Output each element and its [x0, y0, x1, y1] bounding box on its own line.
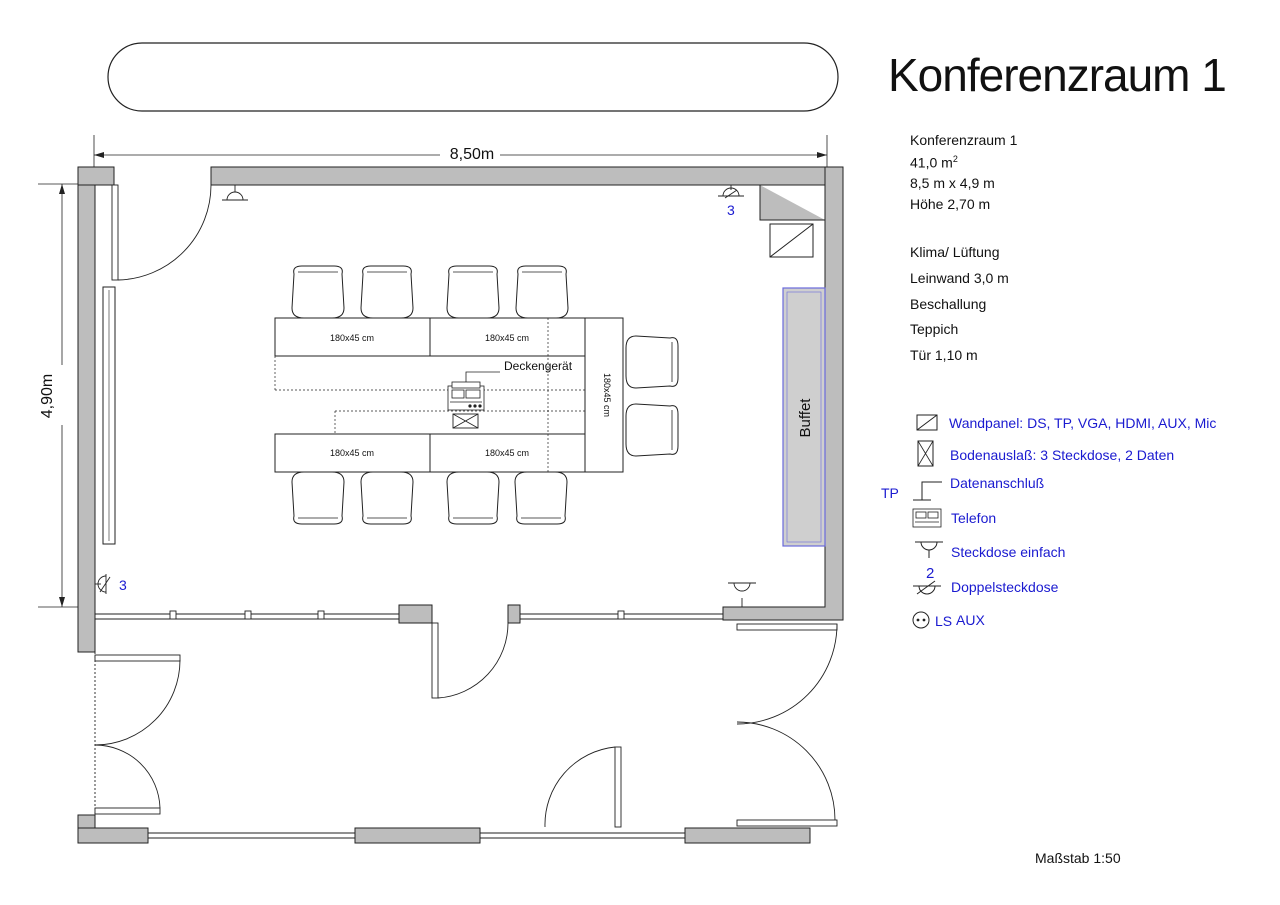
buffet: Buffet	[782, 287, 826, 547]
table-label-5: 180x45 cm	[602, 373, 612, 417]
wandpanel-box	[769, 223, 814, 258]
height-dimension-label: 4,90m	[39, 374, 56, 418]
table-label-1: 180x45 cm	[330, 333, 374, 343]
feature-1: Leinwand 3,0 m	[910, 270, 1009, 286]
legend-wandpanel-icon	[916, 414, 938, 431]
info-area-sup: 2	[952, 154, 958, 164]
screen-outline	[107, 42, 839, 112]
socket-top-right	[718, 185, 744, 199]
legend-ls-icon	[912, 611, 930, 629]
dimension-width: 8,50m	[93, 135, 828, 180]
info-size: 8,5 m x 4,9 m	[910, 175, 995, 191]
legend-steckdose-einfach: Steckdose einfach	[951, 544, 1066, 560]
legend-steckdose-num: 2	[926, 565, 934, 582]
table-label-2: 180x45 cm	[485, 333, 529, 343]
socket-top-left	[222, 185, 248, 201]
info-room-name: Konferenzraum 1	[910, 132, 1018, 148]
legend-bodenauslass-icon	[917, 440, 934, 467]
width-dimension-label: 8,50m	[450, 146, 494, 163]
table-label-3: 180x45 cm	[330, 448, 374, 458]
info-area-value: 41,0 m	[910, 154, 953, 171]
table-label-4: 180x45 cm	[485, 448, 529, 458]
buffet-label: Buffet	[797, 398, 814, 438]
walls	[77, 166, 844, 844]
feature-2: Beschallung	[910, 296, 987, 312]
socket-left	[95, 574, 111, 594]
lower-area-outline	[94, 610, 723, 839]
legend-steckdose-einfach-icon	[915, 541, 943, 558]
info-height: Höhe 2,70 m	[910, 196, 991, 212]
feature-4: Tür 1,10 m	[910, 347, 978, 363]
legend-telefon-icon	[912, 508, 942, 528]
legend-aux: AUX	[956, 612, 985, 628]
socket-top-count: 3	[727, 202, 735, 218]
legend-ls: LS	[935, 613, 953, 629]
page-title: Konferenzraum 1	[888, 49, 1227, 101]
ceiling-device-label: Deckengerät	[504, 359, 573, 373]
doors	[94, 184, 838, 828]
ceiling-device	[447, 371, 500, 411]
feature-3: Teppich	[910, 321, 959, 337]
info-area: 41,0 m2	[910, 154, 958, 171]
legend-tp: TP	[881, 485, 899, 501]
socket-left-count: 3	[119, 577, 127, 593]
scale-label: Maßstab 1:50	[1035, 850, 1121, 866]
legend-doppelsteckdose: Doppelsteckdose	[951, 579, 1059, 595]
legend-datenanschluss: Datenanschluß	[950, 475, 1045, 491]
conference-tables	[274, 317, 624, 473]
socket-bottom-right	[728, 582, 756, 607]
legend-wandpanel: Wandpanel: DS, TP, VGA, HDMI, AUX, Mic	[949, 415, 1217, 431]
legend-telefon: Telefon	[951, 510, 997, 526]
table-dashed-lines	[274, 318, 585, 472]
legend-doppelsteckdose-icon	[913, 580, 941, 595]
feature-0: Klima/ Lüftung	[910, 244, 1000, 260]
floor-outlet	[452, 413, 479, 429]
legend-bodenauslass: Bodenauslaß: 3 Steckdose, 2 Daten	[950, 447, 1175, 463]
legend-datenanschluss-icon	[913, 481, 942, 501]
